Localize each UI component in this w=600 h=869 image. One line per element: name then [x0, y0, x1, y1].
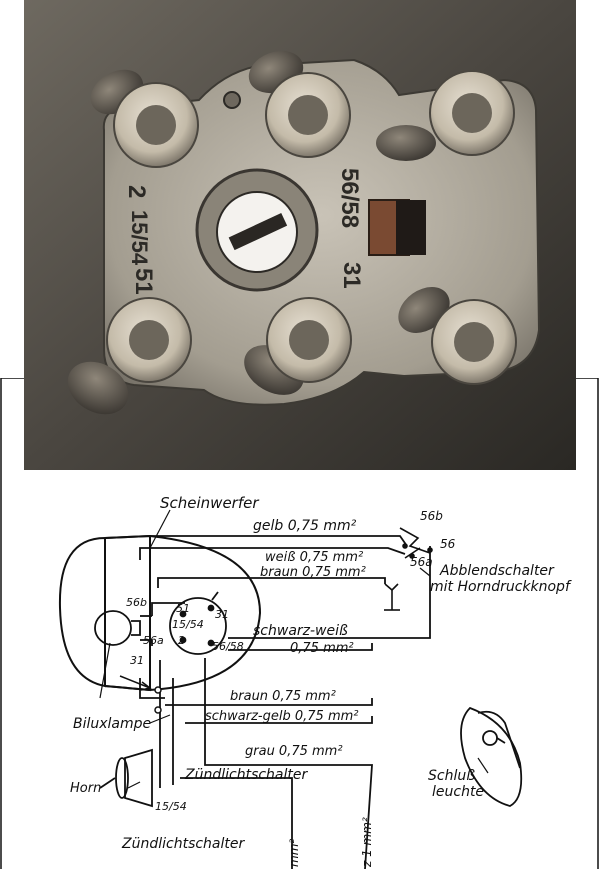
junction-dot — [154, 686, 162, 694]
horn-terminal: 15/54 — [155, 800, 187, 813]
terminal-top-right — [376, 70, 515, 161]
switch-terminal-56-58: 56/58 — [212, 640, 244, 653]
stamp-2: 2 — [123, 185, 150, 198]
diagram-frame — [0, 378, 599, 869]
dimmer-terminal-56: 56 — [440, 537, 456, 551]
rivet-hole — [223, 91, 241, 109]
wire-label-weiss: weiß 0,75 mm² — [265, 550, 363, 565]
stamp-56-58: 56/58 — [336, 168, 363, 228]
dimmer-switch-symbol — [384, 527, 433, 611]
wire-label-grau: grau 0,75 mm² — [245, 744, 343, 759]
terminal-bottom-middle — [244, 297, 352, 395]
label-tail-lamp-line1: Schluß — [428, 768, 475, 784]
wire-label-braun-mid: braun 0,75 mm² — [230, 689, 336, 704]
switch-photo: 2 15/54 51 56/58 31 — [24, 0, 576, 470]
wire-label-gelb: gelb 0,75 mm² — [253, 518, 357, 534]
horn-symbol — [99, 748, 153, 808]
wiring-diagram: Scheinwerfer gelb 0,75 mm² weiß 0,75 mm²… — [0, 378, 599, 869]
switch-center-hole — [195, 168, 319, 292]
tail-lamp-symbol — [460, 706, 523, 807]
pointer-arrow — [119, 675, 152, 691]
label-ignition-switch: Zündlichtschalter — [184, 767, 308, 783]
junction-dot — [154, 706, 162, 714]
label-ignition-switch-bottom: Zündlichtschalter — [121, 836, 245, 852]
dimmer-terminal-56a: 56a — [410, 555, 433, 569]
label-horn: Horn — [70, 781, 101, 796]
wiring-lines — [139, 535, 431, 869]
wire-label-vertical-left: mm² — [287, 839, 301, 867]
wire-label-schwarz-gelb: schwarz-gelb 0,75 mm² — [205, 709, 358, 724]
terminal-bottom-left — [67, 297, 192, 415]
switch-terminal-31: 31 — [215, 608, 229, 621]
wire-label-braun-top: braun 0,75 mm² — [260, 565, 366, 580]
wire-label-schwarz-weiss: schwarz-weiß — [253, 623, 348, 639]
terminal-top-middle — [248, 50, 351, 158]
stamp-51: 51 — [130, 268, 157, 295]
stamp-31: 31 — [338, 262, 365, 289]
label-dimmer-line2: mit Horndruckknopf — [430, 579, 572, 595]
label-tail-lamp-line2: leuchte — [432, 784, 484, 800]
switch-terminal-51: 51 — [176, 602, 190, 615]
terminal-bottom-right — [398, 287, 517, 385]
lamp-terminal-31: 31 — [130, 654, 144, 667]
dimmer-terminal-56b: 56b — [420, 509, 443, 523]
ignition-switch-symbol — [169, 591, 227, 655]
label-headlamp: Scheinwerfer — [160, 494, 259, 512]
lamp-terminal-56b: 56b — [126, 596, 147, 609]
contact-block — [368, 199, 426, 256]
terminal-top-left — [90, 69, 199, 168]
bilux-bulb — [94, 610, 152, 646]
wire-label-schwarz-weiss-size: 0,75 mm² — [290, 641, 354, 656]
switch-terminal-2: 2 — [178, 634, 185, 647]
lamp-terminal-56a: 56a — [143, 634, 164, 647]
switch-terminal-15-54: 15/54 — [172, 618, 204, 631]
label-leaders — [99, 509, 489, 789]
headlamp — [58, 534, 262, 692]
wire-label-vertical-right: z 1 mm² — [360, 817, 374, 868]
stamp-15-54: 15/54 — [127, 210, 152, 266]
label-dimmer-line1: Abblendschalter — [439, 563, 555, 579]
label-bilux: Biluxlampe — [73, 716, 151, 732]
